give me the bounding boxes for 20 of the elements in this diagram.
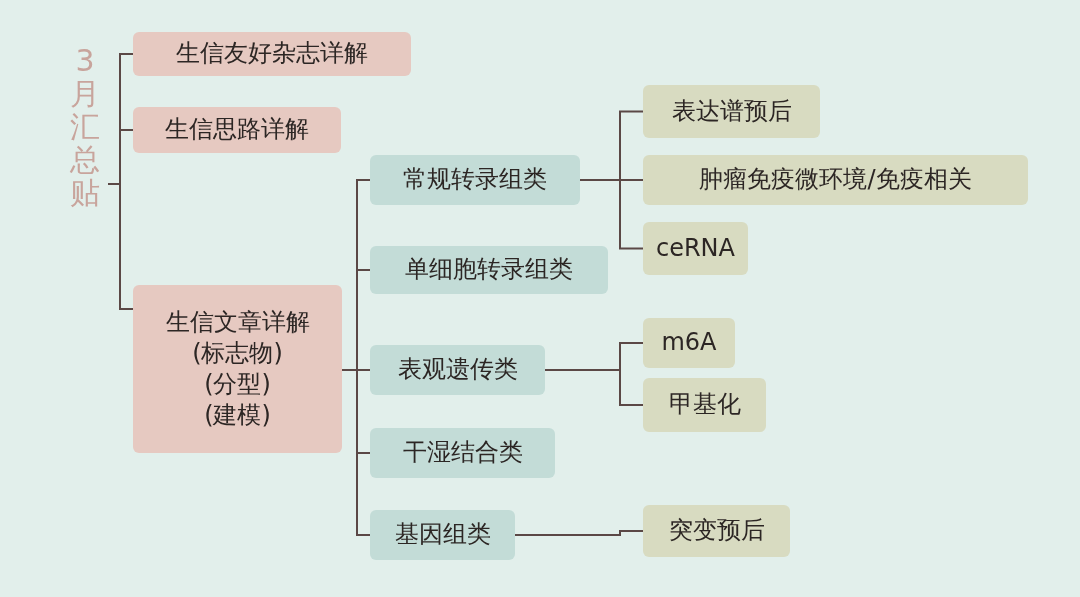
connector-line (514, 530, 644, 536)
connector-line (107, 183, 134, 310)
connector-line (544, 369, 644, 406)
connector-line (579, 179, 644, 250)
category-box: 常规转录组类 (370, 155, 580, 205)
topic-box: 生信思路详解 (133, 107, 341, 153)
subtopic-box: ceRNA (643, 222, 748, 275)
category-box: 表观遗传类 (370, 345, 545, 395)
connector-line (341, 369, 371, 536)
subtopic-box: 肿瘤免疫微环境/免疫相关 (643, 155, 1028, 205)
category-box: 基因组类 (370, 510, 515, 560)
vertical-title: 3月汇总贴 (70, 44, 100, 209)
subtopic-box: 表达谱预后 (643, 85, 820, 138)
subtopic-box: 甲基化 (643, 378, 766, 432)
subtopic-box: 突变预后 (643, 505, 790, 557)
category-box: 干湿结合类 (370, 428, 555, 478)
topic-box: 生信友好杂志详解 (133, 32, 411, 76)
subtopic-box: m6A (643, 318, 735, 368)
topic-box: 生信文章详解 (标志物) (分型) (建模) (133, 285, 342, 453)
category-box: 单细胞转录组类 (370, 246, 608, 294)
